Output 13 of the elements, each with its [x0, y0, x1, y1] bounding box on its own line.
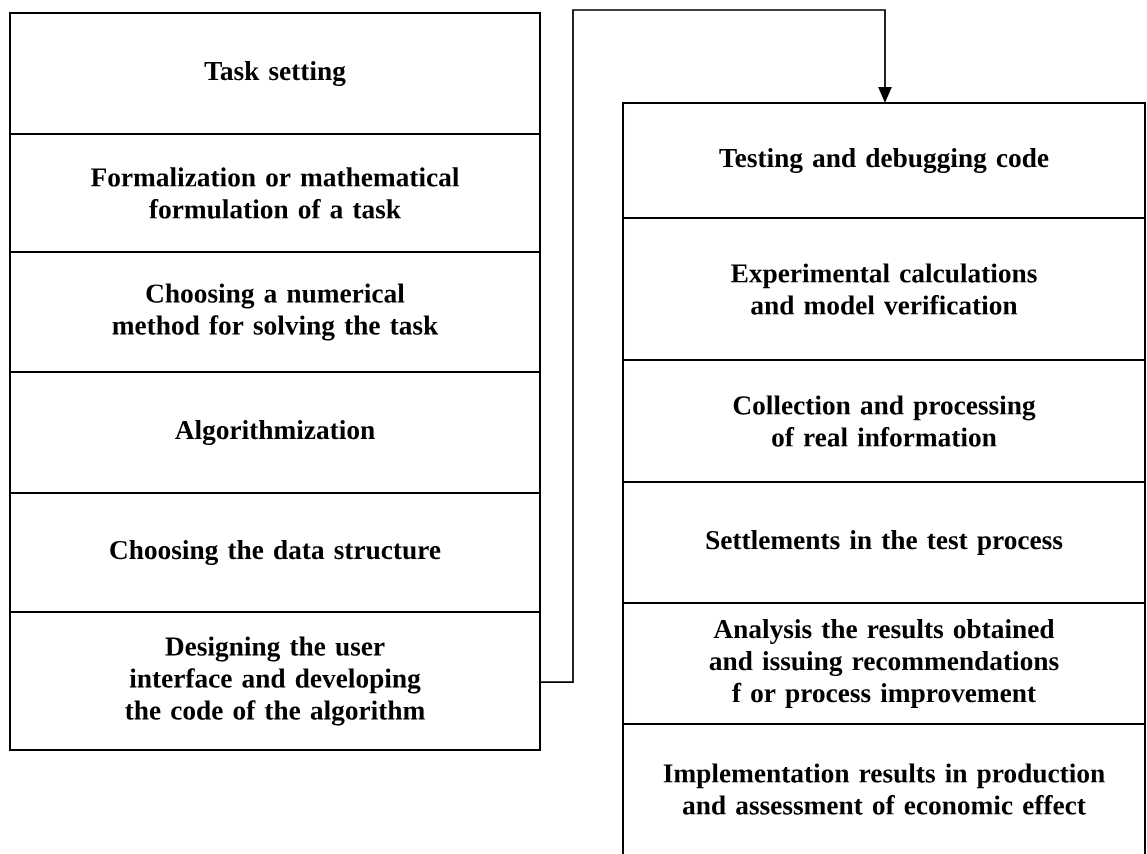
process-box: Testing and debugging code: [622, 102, 1146, 219]
process-box: Choosing a numerical method for solving the task: [9, 251, 541, 373]
process-box: Designing the user interface and developing the code of the algorithm: [9, 611, 541, 751]
process-box: Algorithmization: [9, 371, 541, 494]
process-box: Analysis the results obtained and issuing recommendations f or process improvement: [622, 602, 1146, 725]
process-box: Implementation results in production and assessment of economic effect: [622, 723, 1146, 854]
process-box: Experimental calculations and model verification: [622, 217, 1146, 361]
process-box: Settlements in the test process: [622, 481, 1146, 604]
process-box: Choosing the data structure: [9, 492, 541, 613]
process-box: Task setting: [9, 12, 541, 135]
process-box: Formalization or mathematical formulation of a task: [9, 133, 541, 253]
arrow: [539, 9, 892, 683]
process-box: Collection and processing of real information: [622, 359, 1146, 483]
